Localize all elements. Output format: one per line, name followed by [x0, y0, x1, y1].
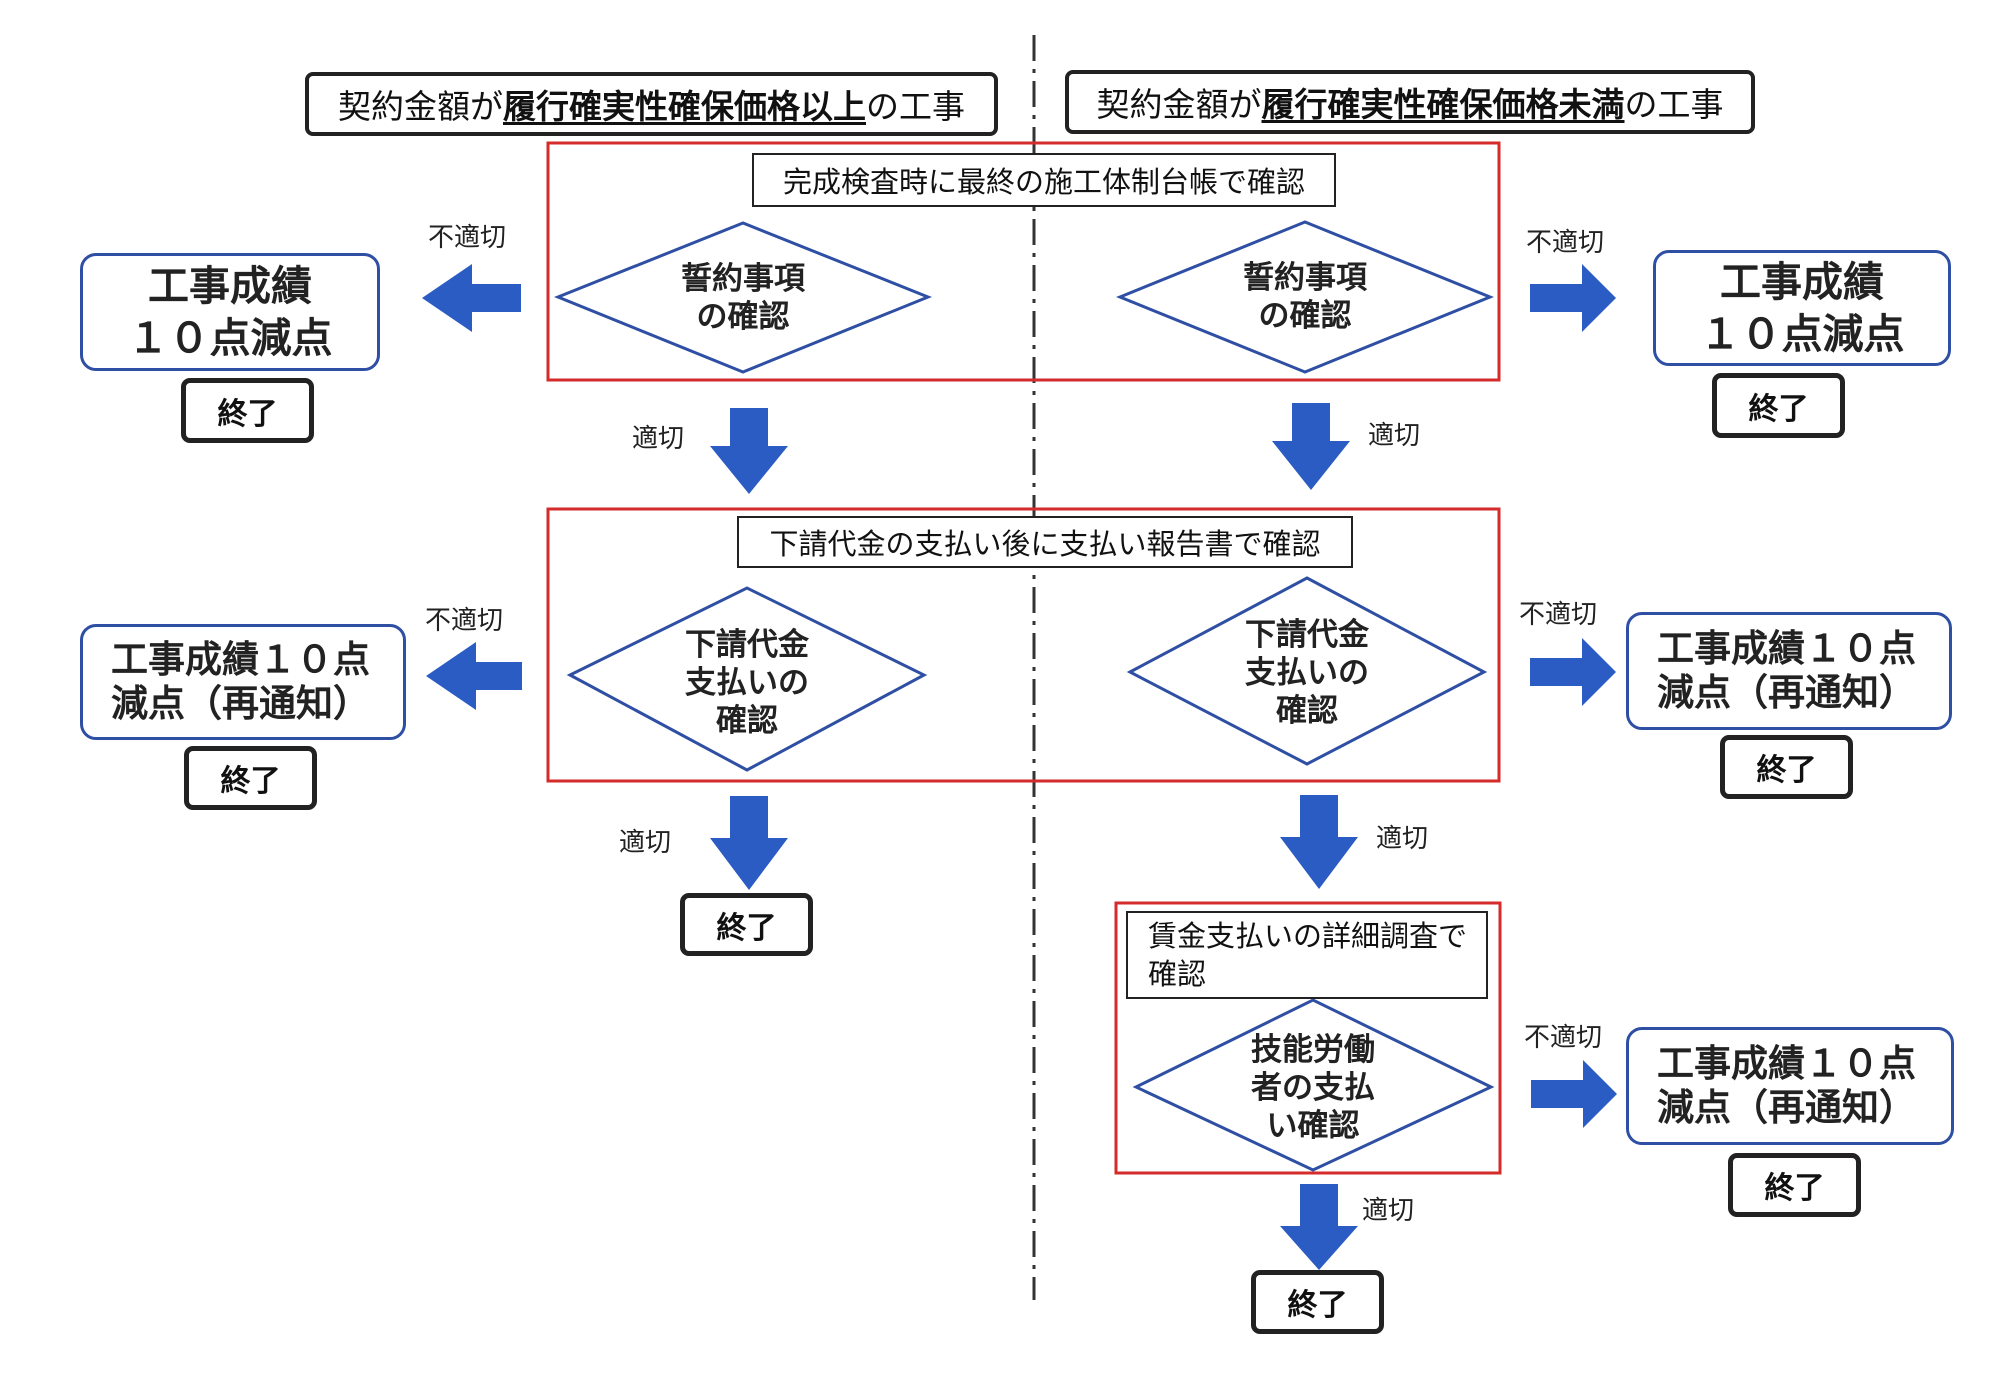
arrow-down-right-3: [1280, 1184, 1358, 1270]
diamond-oath-left: [553, 221, 933, 374]
label-appropriate-1-left: 適切: [632, 424, 685, 454]
arrow-right-2: [1530, 638, 1616, 706]
diamond-oath-right: [1116, 220, 1494, 374]
header-left-pre: 契約金額が: [338, 87, 503, 126]
label-appropriate-2-left: 適切: [619, 828, 672, 858]
end-box-right-2: 終了: [1720, 735, 1853, 799]
arrow-down-right-2: [1280, 795, 1358, 889]
diamond-sub-left: [566, 586, 928, 772]
arrow-left-2: [426, 642, 522, 710]
header-right: 契約金額が履行確実性確保価格未満の工事: [1065, 70, 1755, 134]
arrow-right-1: [1530, 264, 1616, 332]
arrow-left-1: [422, 264, 521, 332]
diamond-sub-right: [1126, 576, 1488, 766]
end-box-right-4: 終了: [1251, 1270, 1384, 1334]
diamond-wage-right-text: 技能労働 者の支払 い確認: [1251, 1032, 1375, 1144]
header-right-emph: 履行確実性確保価格未満: [1261, 85, 1625, 124]
label-appropriate-2-right: 適切: [1376, 824, 1429, 854]
header-left-emph: 履行確実性確保価格以上: [503, 87, 866, 126]
end-box-left-1: 終了: [181, 378, 314, 443]
label-inappropriate-2-right: 不適切: [1519, 600, 1598, 630]
end-box-right-3: 終了: [1728, 1153, 1861, 1217]
diamond-sub-left-text: 下請代金 支払いの 確認: [685, 627, 809, 739]
label-inappropriate-1-left: 不適切: [428, 223, 507, 253]
header-right-post: の工事: [1624, 85, 1724, 124]
arrow-down-left-1: [710, 408, 788, 494]
label-appropriate-1-right: 適切: [1368, 421, 1421, 451]
end-box-left-3: 終了: [680, 893, 813, 956]
diamond-oath-left-text: 誓約事項 の確認: [681, 261, 805, 335]
end-box-right-1: 終了: [1712, 373, 1845, 438]
header-left: 契約金額が履行確実性確保価格以上の工事: [305, 72, 998, 136]
diamond-wage-right: [1132, 998, 1495, 1172]
penalty-box-2-left: 工事成績１０点 減点（再通知）: [80, 624, 406, 740]
step1-frame: [546, 141, 1501, 382]
arrow-down-left-2: [710, 796, 788, 890]
arrow-right-3: [1531, 1060, 1617, 1128]
step3-frame: [1114, 901, 1502, 1175]
step3-title: 賃金支払いの詳細調査で確認: [1126, 911, 1488, 999]
label-inappropriate-3-right: 不適切: [1524, 1023, 1603, 1053]
header-right-pre: 契約金額が: [1096, 85, 1262, 124]
diamond-oath-right-text: 誓約事項 の確認: [1243, 260, 1367, 334]
step1-title: 完成検査時に最終の施工体制台帳で確認: [752, 153, 1336, 207]
label-appropriate-3-right: 適切: [1362, 1196, 1415, 1226]
step2-title: 下請代金の支払い後に支払い報告書で確認: [737, 516, 1353, 568]
penalty-box-3-right: 工事成績１０点 減点（再通知）: [1626, 1027, 1954, 1145]
step2-frame: [546, 507, 1501, 783]
arrow-down-right-1: [1272, 403, 1350, 490]
diamond-sub-right-text: 下請代金 支払いの 確認: [1245, 617, 1369, 729]
end-box-left-2: 終了: [184, 746, 317, 810]
label-inappropriate-2-left: 不適切: [425, 606, 504, 636]
penalty-box-2-right: 工事成績１０点 減点（再通知）: [1626, 612, 1952, 730]
label-inappropriate-1-right: 不適切: [1526, 228, 1605, 258]
penalty-box-1-left: 工事成績 １０点減点: [80, 253, 380, 371]
penalty-box-1-right: 工事成績 １０点減点: [1653, 250, 1951, 366]
header-left-post: の工事: [866, 87, 965, 126]
